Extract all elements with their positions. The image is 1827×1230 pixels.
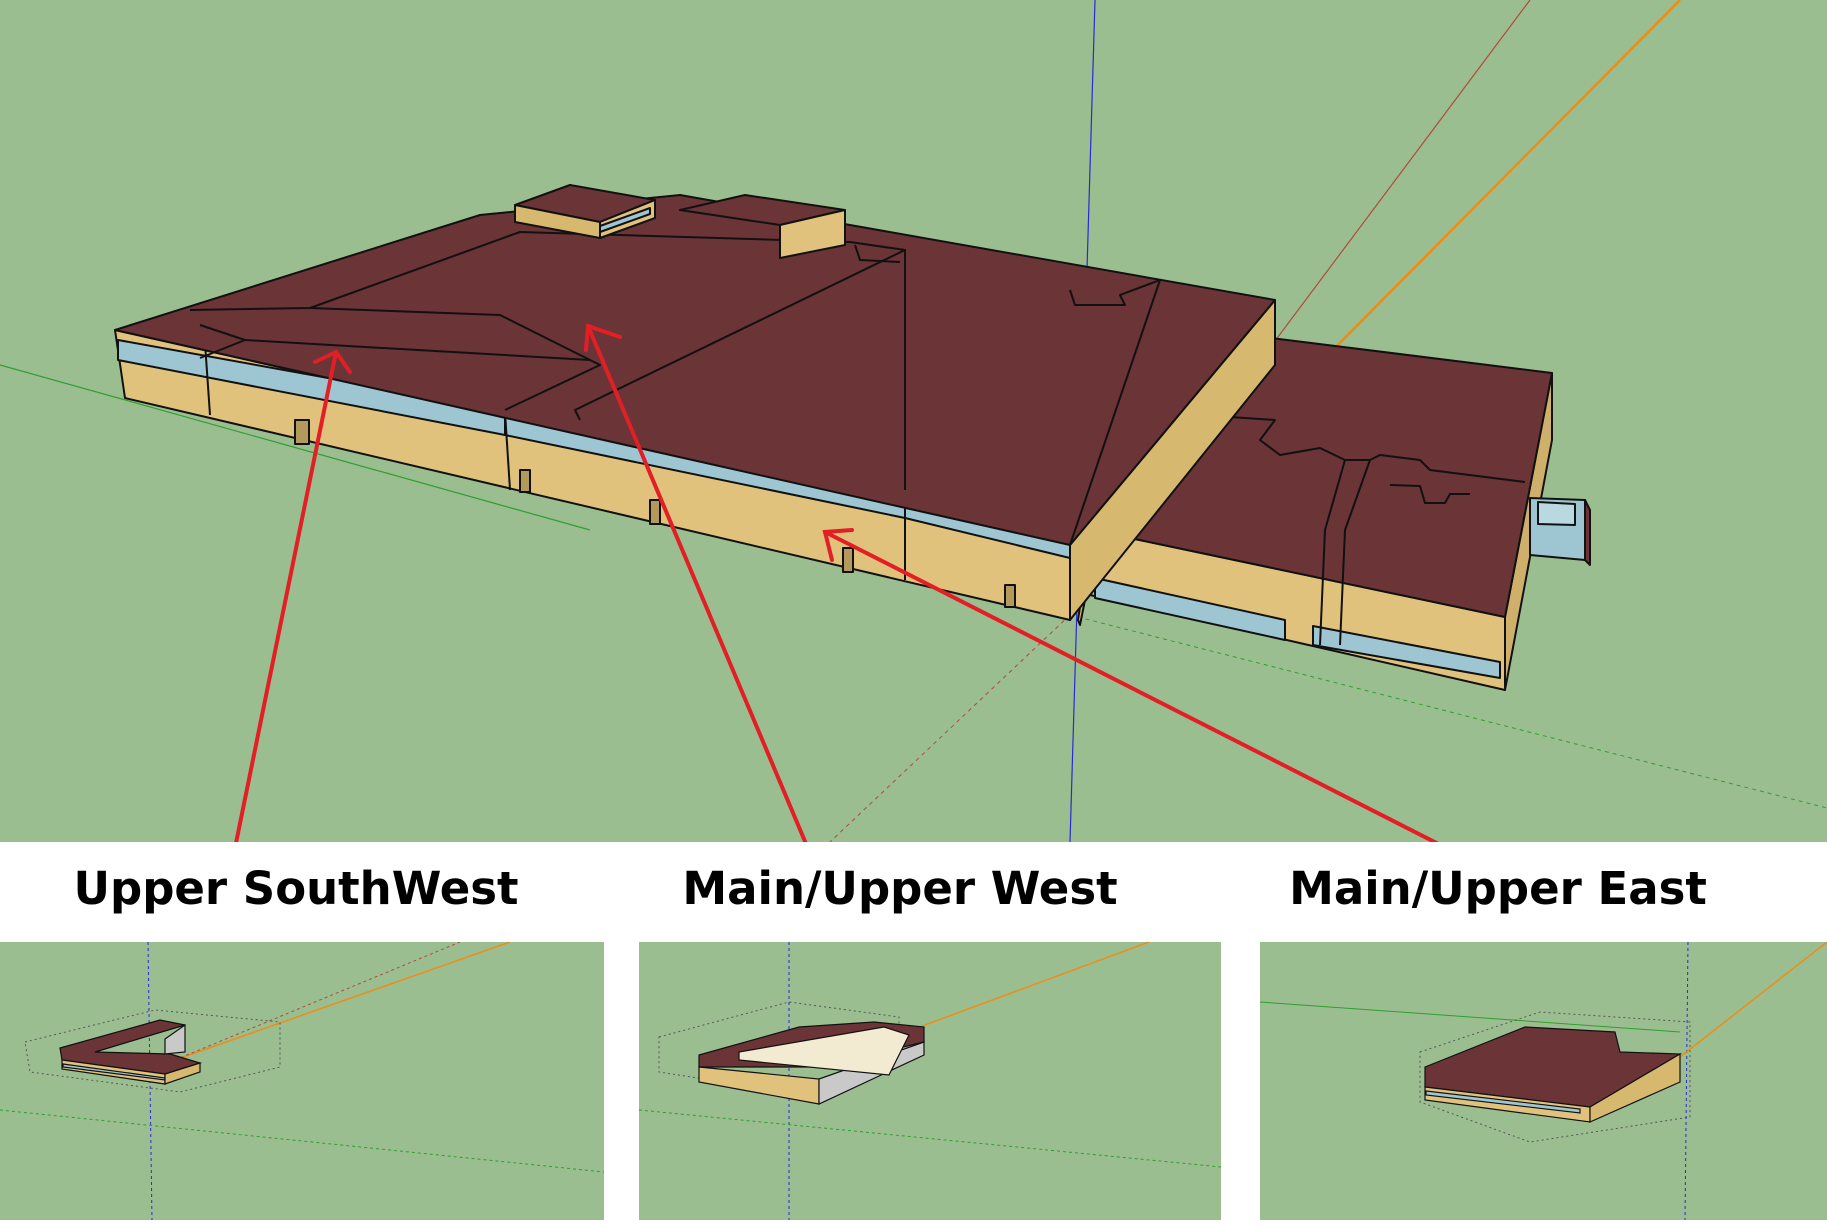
thumbnail-upper-southwest[interactable] bbox=[0, 942, 604, 1220]
label-main-upper-east: Main/Upper East bbox=[1289, 862, 1707, 915]
label-main-upper-west: Main/Upper West bbox=[682, 862, 1118, 915]
building-section-upper-southwest bbox=[59, 1019, 203, 1085]
annotation-arrows bbox=[234, 323, 1440, 842]
building-section-main-upper-west bbox=[698, 1021, 925, 1105]
arrow-main-upper-east bbox=[823, 530, 1440, 842]
red-axis-dashed bbox=[829, 614, 1071, 842]
thumbnail-main-upper-west[interactable] bbox=[639, 942, 1221, 1220]
green-axis-dashed bbox=[1069, 614, 1827, 809]
arrow-main-upper-west bbox=[586, 324, 808, 842]
thumbnail-main-upper-east[interactable] bbox=[1260, 942, 1827, 1220]
building-model-viewport[interactable] bbox=[0, 0, 1827, 842]
label-upper-southwest: Upper SouthWest bbox=[73, 862, 519, 915]
building-model bbox=[114, 184, 1591, 691]
arrow-upper-southwest bbox=[234, 350, 338, 842]
building-section-main-upper-east bbox=[1424, 1026, 1683, 1123]
green-axis bbox=[0, 364, 591, 531]
